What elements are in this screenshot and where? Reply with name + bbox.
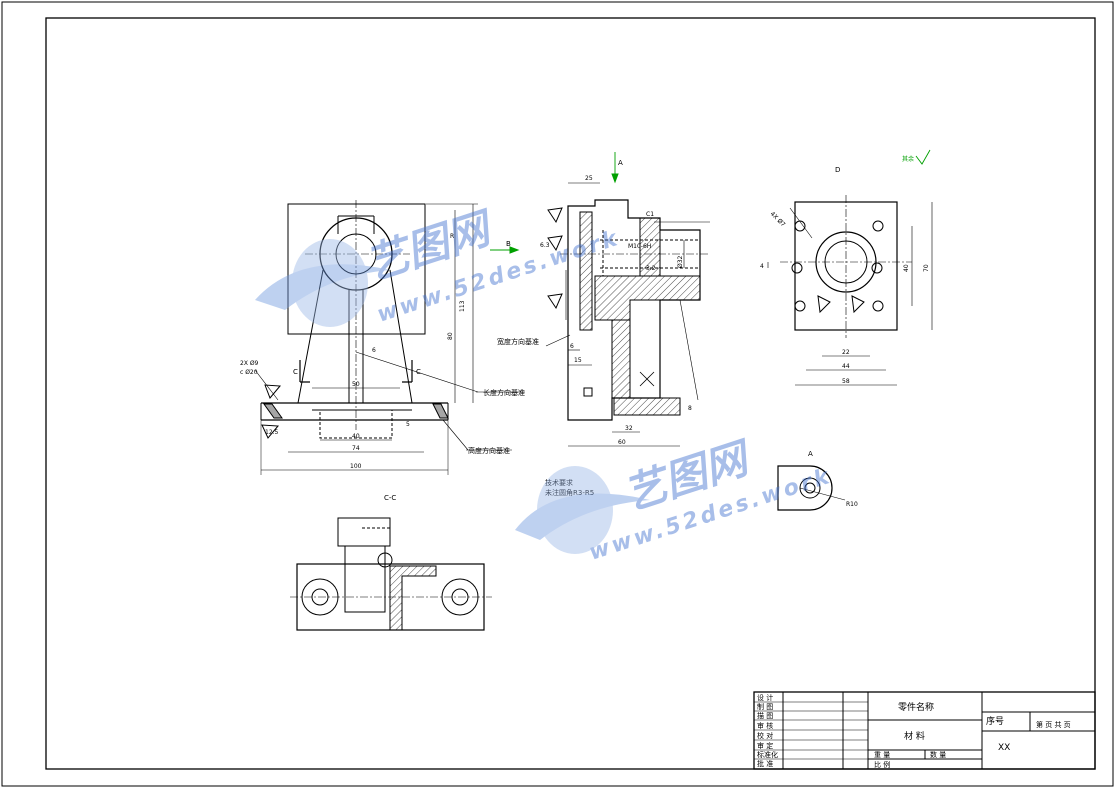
detail-a-label: A	[808, 450, 813, 458]
roughness-other-note: 其余	[902, 155, 914, 163]
front-dim-74: 74	[352, 445, 360, 452]
side-dim-60: 60	[618, 439, 626, 446]
tb-row-draw: 制 图	[757, 702, 773, 711]
tech-requirements-text: 未注圆角R3-R5	[545, 488, 594, 497]
tb-row-approve-final: 审 定	[757, 741, 773, 750]
top-view-d	[767, 149, 933, 386]
front-dim-50: 50	[352, 381, 360, 388]
tb-row-review: 审 核	[757, 721, 773, 730]
tb-row-design: 设 计	[757, 693, 773, 702]
front-dim-6: 6	[372, 347, 376, 354]
tb-material: 材 料	[904, 730, 925, 742]
side-roughness-3-2: 3.2	[646, 265, 656, 272]
title-block-text: 设 计 制 图 描 图 审 核 校 对 审 定 标准化 批 准 零件名称 材 料…	[757, 693, 1071, 769]
view-a-arrow-label: A	[618, 159, 623, 167]
side-roughness-6-3: 6.3	[540, 242, 550, 249]
front-dim-113: 113	[459, 300, 466, 312]
view-b-arrow-label: B	[506, 240, 511, 248]
tb-row-trace: 描 图	[757, 711, 773, 720]
tech-requirements-title: 技术要求	[545, 478, 573, 487]
cut-mark-left: C	[293, 368, 298, 376]
view-d-label: D	[835, 166, 840, 174]
top-dim-70: 70	[923, 264, 930, 272]
front-view-labels: R 6 50 40 74 100 113 80 5 2X Ø9 c Ø20 12…	[240, 233, 525, 470]
front-dim-100: 100	[350, 463, 362, 470]
tb-row-check: 校 对	[757, 731, 773, 740]
tb-code: XX	[998, 743, 1010, 753]
top-dim-4: 4	[760, 263, 764, 270]
title-block	[753, 691, 1096, 770]
side-dim-15: 15	[574, 357, 582, 364]
tb-qty-label: 数 量	[930, 750, 946, 759]
drawing-frame	[45, 17, 1096, 770]
side-dia-32: Ø32	[677, 255, 684, 268]
cut-mark-right: C	[416, 368, 421, 376]
front-hole-spec-2: c Ø20	[240, 369, 258, 376]
tb-seq-label: 序号	[986, 715, 1004, 727]
height-datum-note: 高度方向基准	[468, 446, 510, 455]
detail-view-a	[777, 465, 846, 511]
tb-part-name: 零件名称	[898, 701, 934, 713]
detail-dim-r10: R10	[846, 501, 858, 508]
tb-scale-label: 比 例	[874, 760, 890, 769]
section-cc-label: C-C	[384, 494, 396, 502]
front-dim-40: 40	[352, 433, 360, 440]
front-dim-5: 5	[406, 421, 410, 428]
front-dim-80: 80	[447, 332, 454, 340]
front-roughness-12-5: 12.5	[265, 429, 279, 436]
width-datum-note: 宽度方向基准	[497, 337, 539, 346]
side-dim-25: 25	[585, 175, 593, 182]
side-dim-32: 32	[625, 425, 633, 432]
top-dim-40: 40	[903, 264, 910, 272]
side-chamfer-c1: C1	[646, 211, 654, 218]
top-dim-58: 58	[842, 378, 850, 385]
side-dim-6: 6	[570, 343, 574, 350]
front-dim-r: R	[450, 233, 454, 240]
side-thread-spec: M10-6H	[628, 243, 651, 250]
tb-row-approve: 批 准	[757, 759, 773, 768]
side-view-labels: A B 25 60 15 32 8 6 M10-6H Ø32 6.3 3.2 C…	[497, 159, 692, 497]
top-dim-22: 22	[842, 349, 850, 356]
tb-row-standard: 标准化	[757, 750, 778, 759]
length-datum-note: 长度方向基准	[483, 388, 525, 397]
front-view	[254, 200, 525, 475]
side-dim-8: 8	[688, 405, 692, 412]
side-view	[490, 152, 710, 447]
front-hole-spec-1: 2X Ø9	[240, 360, 259, 367]
tb-weight-label: 重 量	[874, 751, 890, 759]
top-dim-44: 44	[842, 363, 850, 370]
tb-sheet-label: 第 页 共 页	[1036, 720, 1071, 729]
section-c-c-view	[290, 517, 492, 631]
